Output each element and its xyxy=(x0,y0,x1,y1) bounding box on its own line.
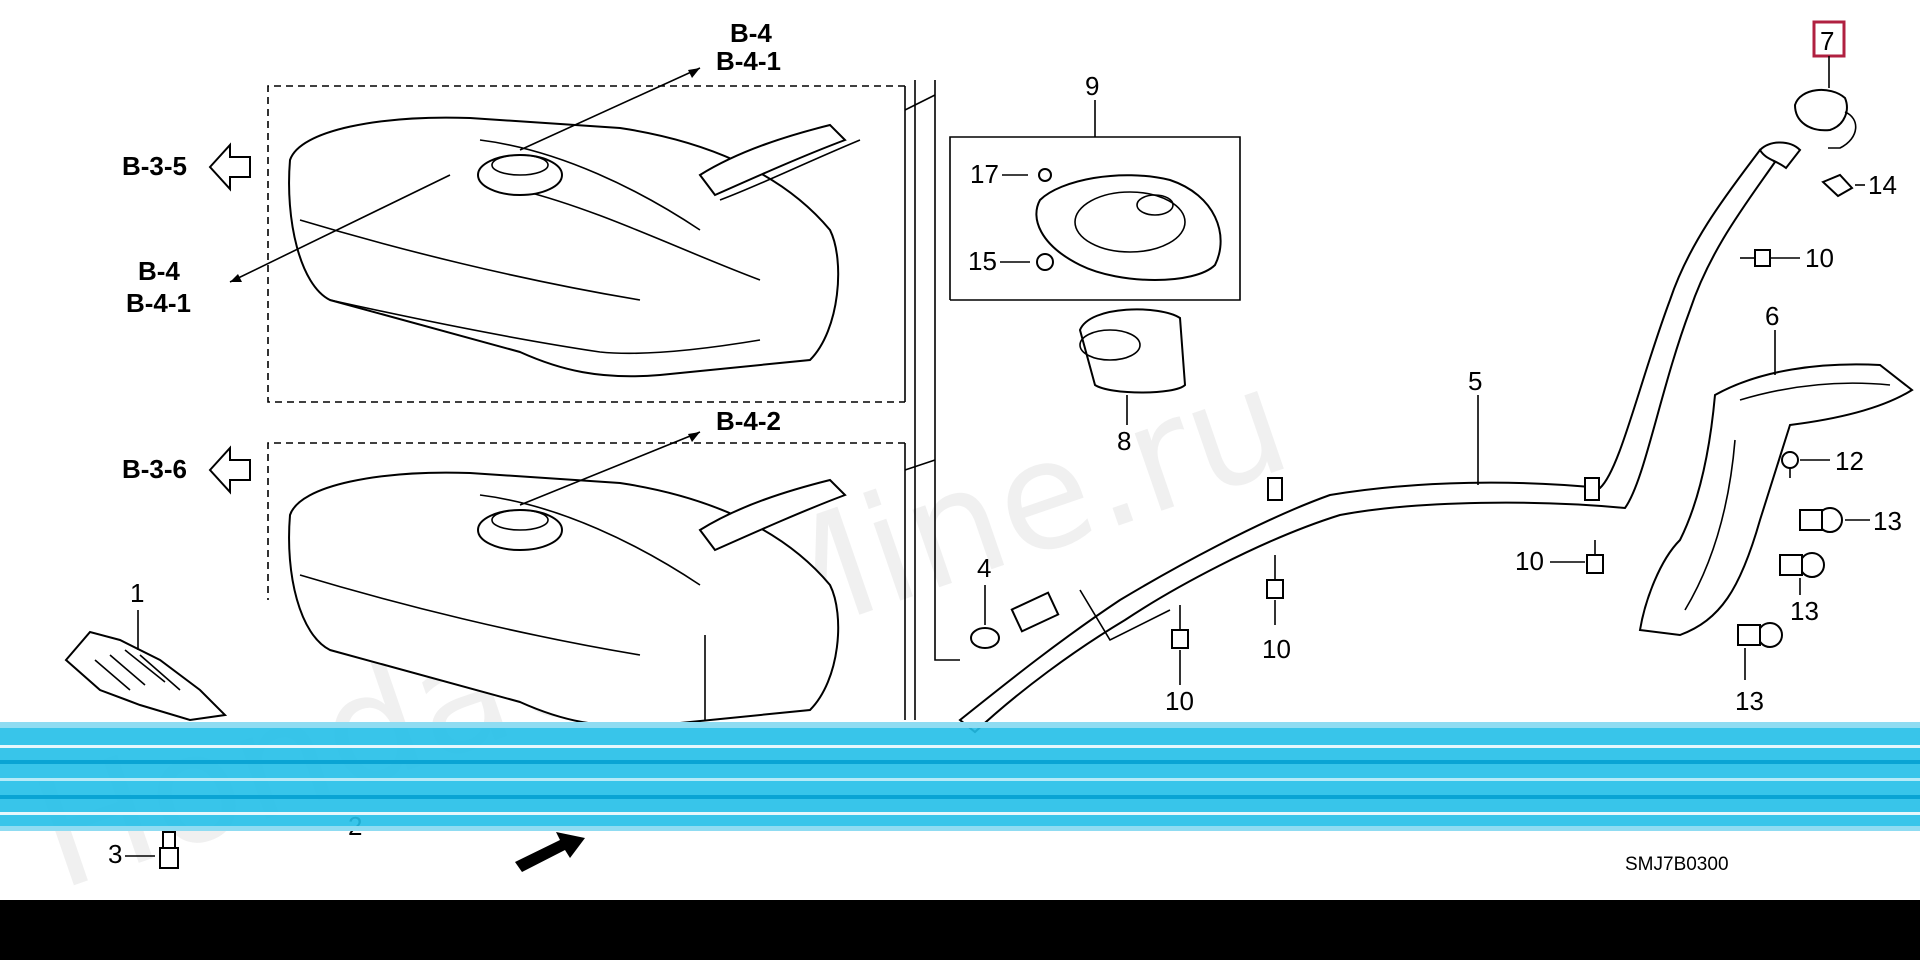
part-8-cover-plate xyxy=(1035,174,1222,281)
label-part-8: 8 xyxy=(1117,426,1131,456)
part-8-grommet xyxy=(1078,308,1187,394)
upper-dashed-frame xyxy=(267,85,905,403)
label-part-12: 12 xyxy=(1835,446,1864,476)
tank-hoses-lower xyxy=(698,478,847,552)
ref-b42: B-4-2 xyxy=(716,406,781,436)
tank-hoses-upper xyxy=(698,123,847,197)
bottom-black-strip xyxy=(0,900,1920,960)
part-9-group-box xyxy=(949,136,1241,301)
part-4-clamp xyxy=(970,627,1000,649)
label-part-10-d: 10 xyxy=(1805,243,1834,273)
part-7-fuel-cap xyxy=(1793,88,1848,132)
pipe-end-connector xyxy=(1010,591,1060,633)
label-part-13-c: 13 xyxy=(1735,686,1764,716)
bolt-part-10-c xyxy=(1586,540,1604,574)
lower-dashed-frame xyxy=(267,442,905,600)
clip-part-13-b xyxy=(1779,552,1825,578)
label-part-13-a: 13 xyxy=(1873,506,1902,536)
ref-b4-mid: B-4 xyxy=(138,256,180,286)
ref-b41-mid: B-4-1 xyxy=(126,288,191,318)
label-part-7: 7 xyxy=(1820,26,1834,56)
diagram-code: SMJ7B0300 xyxy=(1625,854,1729,875)
arrow-b35 xyxy=(208,142,251,192)
fuel-tank-lower xyxy=(288,471,840,728)
ref-b36: B-3-6 xyxy=(122,454,187,484)
screw-part-12 xyxy=(1781,451,1799,478)
ref-b35: B-3-5 xyxy=(122,151,187,181)
label-part-14: 14 xyxy=(1868,170,1897,200)
label-part-17: 17 xyxy=(970,159,999,189)
lower-tank-group xyxy=(267,80,916,728)
label-part-1: 1 xyxy=(130,578,144,608)
label-part-9: 9 xyxy=(1085,71,1099,101)
ref-b41-top: B-4-1 xyxy=(716,46,781,76)
bolt-part-3 xyxy=(159,831,179,869)
label-part-10-b: 10 xyxy=(1262,634,1291,664)
fuel-tank-upper xyxy=(288,116,840,378)
part-6-filler-shield xyxy=(1638,363,1914,637)
label-part-10-a: 10 xyxy=(1165,686,1194,716)
label-part-3: 3 xyxy=(108,839,122,869)
ref-b4-top: B-4 xyxy=(730,18,772,48)
bolt-part-15 xyxy=(1036,253,1054,271)
bolt-part-10-b xyxy=(1266,555,1284,599)
label-part-15: 15 xyxy=(968,246,997,276)
ref-arrows xyxy=(208,67,701,506)
screw-part-17 xyxy=(1038,168,1052,182)
bolt-part-10-a xyxy=(1171,605,1189,649)
arrow-b36 xyxy=(208,445,251,495)
clip-part-13-a xyxy=(1799,507,1843,533)
label-part-13-b: 13 xyxy=(1790,596,1819,626)
part-14-clip xyxy=(1821,173,1854,198)
part-1-shield xyxy=(64,630,228,722)
tank-bracket-line xyxy=(934,80,960,661)
label-part-4: 4 xyxy=(977,553,991,583)
bolt-part-10-d xyxy=(1740,249,1771,267)
upper-tank-group xyxy=(267,85,906,403)
scan-noise-band xyxy=(0,722,1920,831)
label-part-10-c: 10 xyxy=(1515,546,1544,576)
clip-part-13-c xyxy=(1737,622,1783,648)
front-direction-arrow xyxy=(515,832,585,872)
label-part-6: 6 xyxy=(1765,301,1779,331)
label-part-5: 5 xyxy=(1468,366,1482,396)
